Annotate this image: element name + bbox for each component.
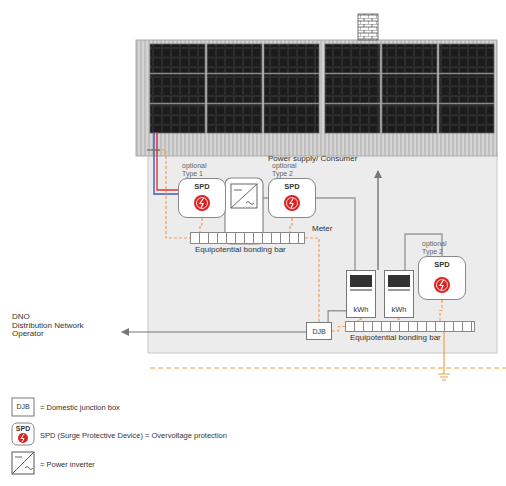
djb-label: DJB — [307, 328, 331, 335]
bonding-wire — [290, 218, 292, 232]
bonding-wire — [305, 238, 319, 322]
legend-text: = Domestic junction box — [40, 403, 120, 412]
power-wire — [316, 198, 355, 270]
solar-panel — [439, 44, 494, 73]
earth-line — [150, 367, 506, 368]
solar-panel — [150, 44, 205, 73]
bonding-wire — [440, 300, 442, 321]
optional-label: optional Type 1 — [182, 162, 222, 177]
solar-panel — [325, 44, 380, 73]
optional-label: optional Type 2 — [272, 162, 312, 177]
solar-panel — [382, 104, 437, 133]
optional-label: optional Type 2 — [422, 240, 462, 255]
spd-symbol — [432, 275, 452, 295]
inverter-symbol — [231, 184, 257, 208]
spd-symbol — [282, 193, 302, 213]
dc-wire-plus — [157, 132, 178, 190]
meter-node: kWh — [384, 270, 414, 318]
spd-node: optional Type 2SPD — [268, 178, 316, 218]
spd-node: optional Type 2SPD — [418, 256, 466, 300]
legend-inverter-glyph — [12, 452, 34, 474]
bar-label: Equipotential bonding bar — [195, 245, 286, 254]
dno-arrow — [122, 331, 306, 332]
solar-panel — [264, 74, 319, 103]
meter-label: kWh — [347, 305, 375, 314]
legend-text: = Power inverter — [40, 460, 95, 469]
chimney — [358, 14, 378, 40]
spd-label: SPD — [179, 182, 225, 191]
label: Meter — [312, 225, 332, 233]
label: SPD — [12, 425, 34, 432]
legend-inverter-icon — [12, 452, 34, 474]
solar-panels — [150, 44, 494, 133]
spd-label: SPD — [419, 260, 465, 269]
bonding-wire — [332, 327, 345, 332]
label: DNO — [12, 313, 30, 321]
meter-display — [350, 275, 372, 287]
inverter-glyph — [231, 184, 257, 208]
roof-clamp — [147, 150, 160, 151]
legend-spd-icon — [12, 423, 34, 445]
meter-display — [388, 289, 410, 291]
djb-node: DJB — [306, 322, 332, 340]
solar-panel — [207, 74, 262, 103]
solar-panel — [207, 44, 262, 73]
bar-node: Equipotential bonding bar — [345, 321, 475, 332]
legend-spd-circle — [18, 433, 28, 443]
solar-panel — [207, 104, 262, 133]
roof — [136, 40, 497, 156]
meter-node: kWh — [346, 270, 376, 318]
meter-display — [388, 275, 410, 287]
label: DJB — [12, 398, 34, 416]
bar-node: Equipotential bonding bar — [190, 232, 305, 244]
label: Power supply/ Consumer — [268, 155, 388, 163]
solar-panel — [325, 74, 380, 103]
solar-panel — [439, 104, 494, 133]
spd-symbol — [192, 193, 212, 213]
bonding-wire — [200, 218, 202, 232]
solar-panel — [264, 104, 319, 133]
legend-text: SPD (Surge Protective Device) = Overvolt… — [40, 431, 227, 440]
spd-label: SPD — [269, 182, 315, 191]
legend-spd-bolt — [21, 434, 24, 442]
supply-arrow — [377, 171, 378, 270]
spd-node: optional Type 1SPD — [178, 178, 226, 218]
house-wall — [148, 154, 497, 353]
solar-panel — [325, 104, 380, 133]
solar-panel — [382, 74, 437, 103]
solar-panel — [150, 104, 205, 133]
solar-panel — [382, 44, 437, 73]
label: Distribution Network Operator — [12, 322, 106, 339]
meter-display — [350, 289, 372, 291]
power-wire — [328, 311, 346, 322]
solar-panel — [150, 74, 205, 103]
bar-label: Equipotential bonding bar — [350, 333, 441, 342]
solar-panel — [439, 74, 494, 103]
legend-djb-icon — [12, 398, 34, 416]
meter-label: kWh — [385, 305, 413, 314]
solar-panel — [264, 44, 319, 73]
